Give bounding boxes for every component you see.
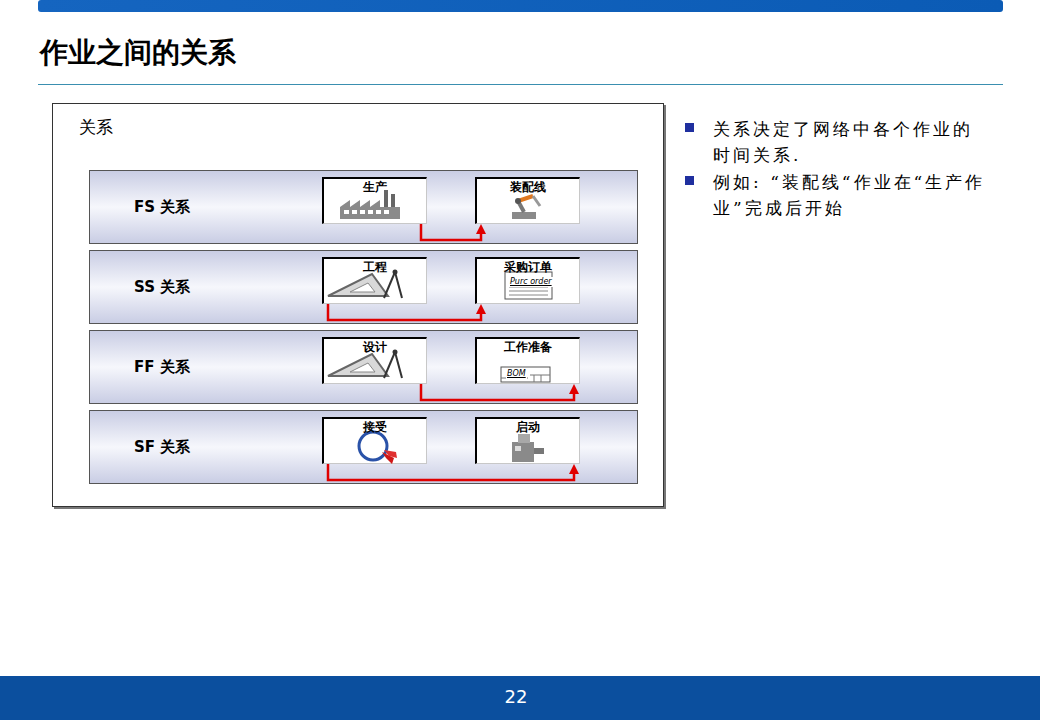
arrowhead xyxy=(569,384,579,394)
arrowhead xyxy=(569,464,579,474)
node-label: 工作准备 xyxy=(477,339,579,356)
top-bar xyxy=(38,0,1003,12)
connector-line xyxy=(421,384,574,400)
icon-caption: BOM xyxy=(506,369,527,379)
drafting-tools-icon xyxy=(328,270,402,299)
activity-box: 装配线 xyxy=(475,177,580,224)
activity-box: 接受 xyxy=(322,417,427,464)
activity-box: 工作准备 BOM xyxy=(475,337,580,384)
node-label: 生产 xyxy=(324,179,426,196)
activity-box: 采购订单Purc order xyxy=(475,257,580,304)
machine-icon xyxy=(512,434,544,462)
document-icon xyxy=(505,272,552,299)
robot-icon xyxy=(512,196,540,219)
activity-box: 生产 xyxy=(322,177,427,224)
page-number: 22 xyxy=(0,686,1032,707)
bullet xyxy=(685,123,694,132)
slide-title: 作业之间的关系 xyxy=(40,34,236,72)
node-label: 装配线 xyxy=(477,179,579,196)
relation-arrow xyxy=(328,464,579,480)
bullet-text: 例如: “装配线“作业在“生产作业”完成后开始 xyxy=(713,169,988,221)
title-rule xyxy=(38,84,1003,85)
factory-icon xyxy=(340,190,400,219)
activity-box: 工程 xyxy=(322,257,427,304)
relation-band: FF 关系 设计 工作准备 BOM xyxy=(89,330,638,404)
node-label: FS 关系 xyxy=(134,198,190,217)
bullet-text: 关系决定了网络中各个作业的时间关系. xyxy=(713,116,988,168)
node-label: FF 关系 xyxy=(134,358,190,377)
node-label: 关系 xyxy=(79,116,113,139)
arrowhead xyxy=(476,304,486,314)
relation-band: FS 关系 生产 装配线 xyxy=(89,170,638,244)
icon-caption: Purc order xyxy=(509,277,553,287)
relation-arrow xyxy=(421,224,486,240)
bom-table-icon xyxy=(501,367,550,382)
relation-band: SS 关系 工程 采购订单Purc order xyxy=(89,250,638,324)
activity-box: 设计 xyxy=(322,337,427,384)
node-label: 接受 xyxy=(324,419,426,436)
relation-arrow xyxy=(328,304,486,320)
node-label: 设计 xyxy=(324,339,426,356)
node-label: SS 关系 xyxy=(134,278,190,297)
connector-line xyxy=(328,464,574,480)
footer-bar xyxy=(0,676,1040,720)
node-label: 工程 xyxy=(324,259,426,276)
seal-icon xyxy=(359,432,397,464)
node-label: 启动 xyxy=(477,419,579,436)
node-label: 采购订单 xyxy=(477,259,579,276)
connector-line xyxy=(328,304,481,320)
bullet xyxy=(685,176,694,185)
relation-band: SF 关系 接受 启动 xyxy=(89,410,638,484)
drafting-tools-icon xyxy=(328,350,402,379)
node-label: SF 关系 xyxy=(134,438,190,457)
arrowhead xyxy=(476,224,486,234)
activity-box: 启动 xyxy=(475,417,580,464)
relation-arrow xyxy=(421,384,579,400)
connector-line xyxy=(421,224,481,240)
relations-panel: 关系 FS 关系 生产 装配线 SS 关系 工程 采购订单Purc order FF 关系 设计… xyxy=(52,103,664,507)
